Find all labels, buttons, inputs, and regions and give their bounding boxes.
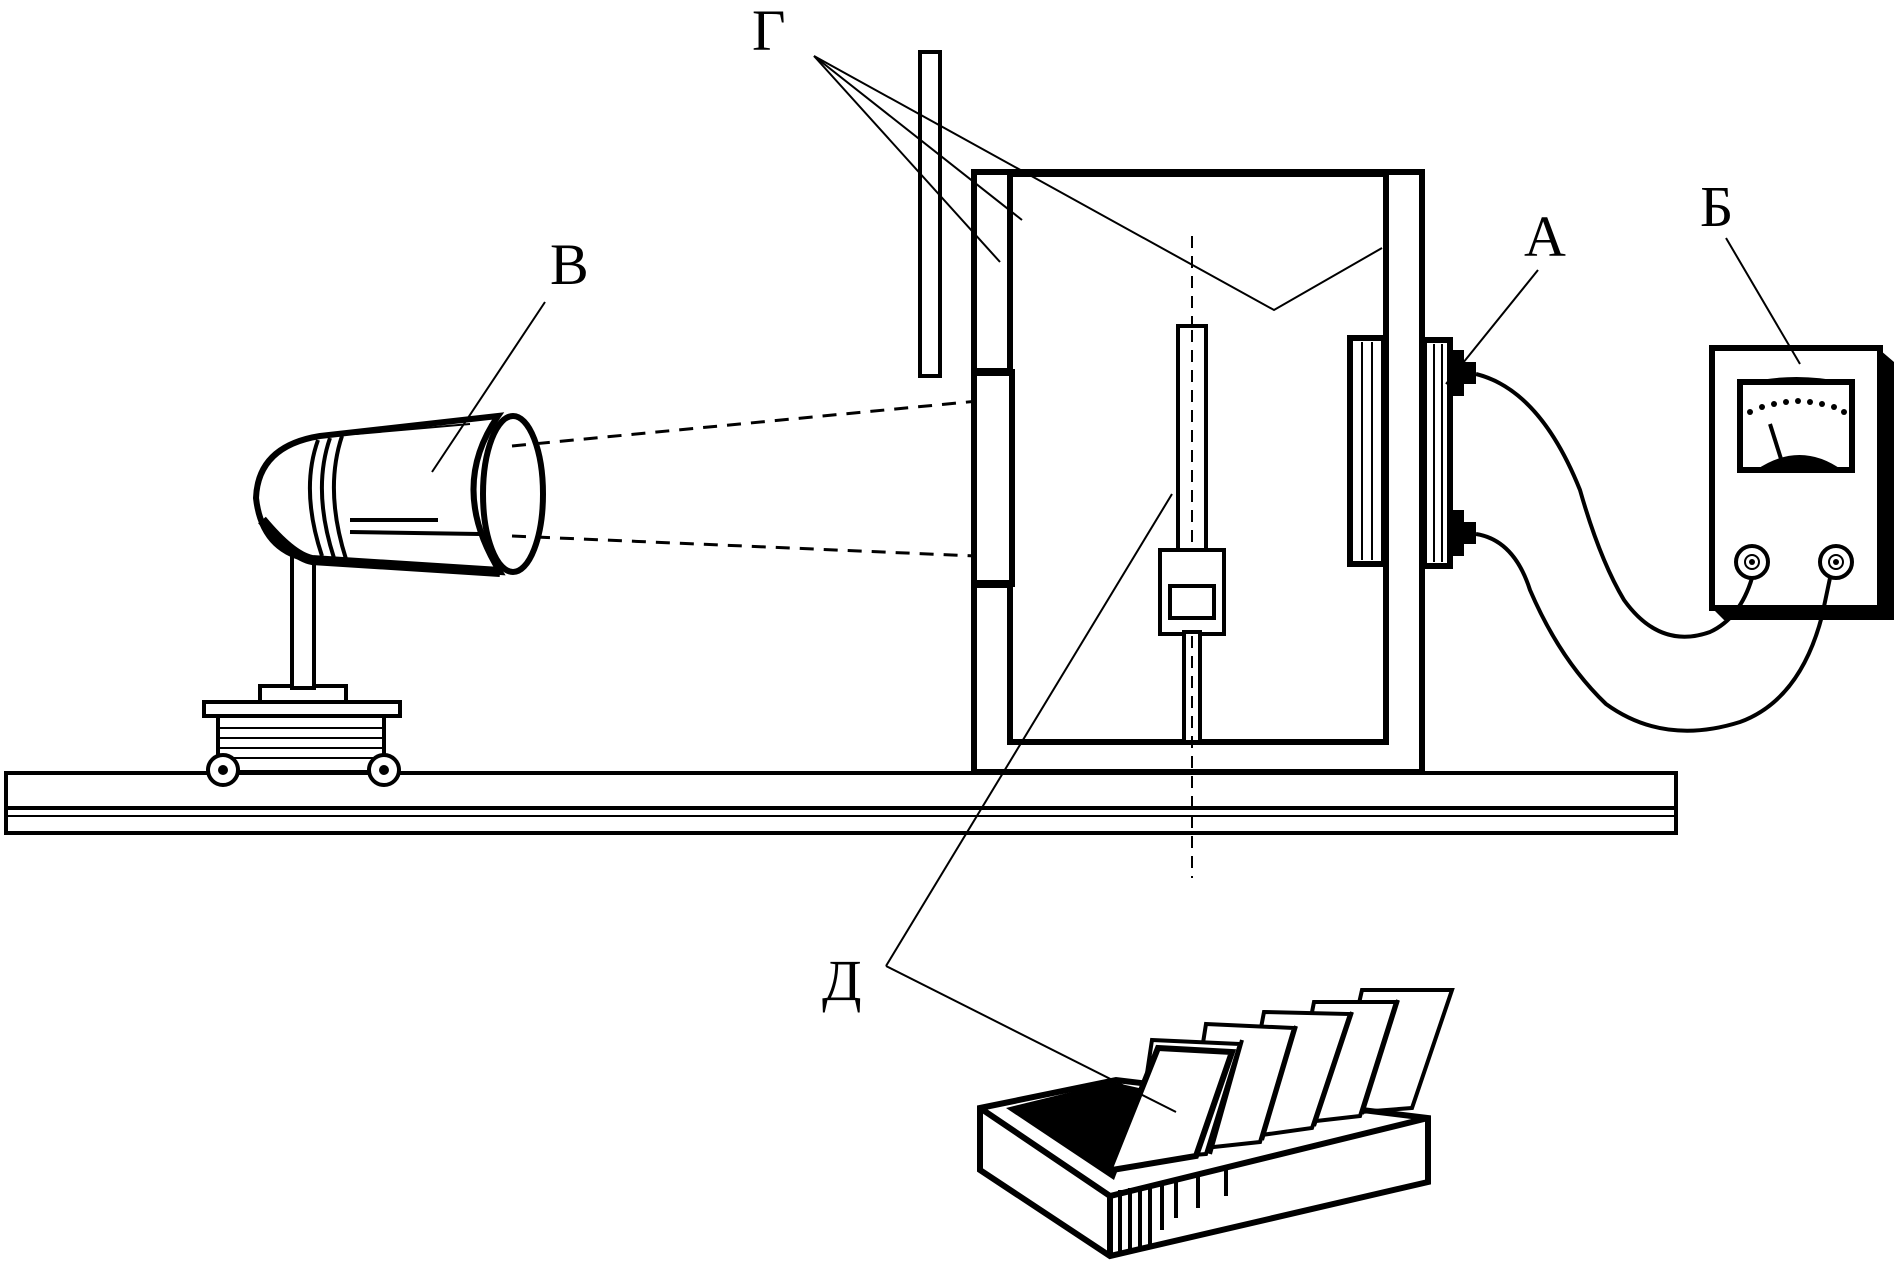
box-front-stripes — [1118, 1166, 1228, 1252]
galvanometer-B — [1709, 345, 1894, 620]
lamp-V — [252, 412, 546, 577]
label-D: Д — [822, 948, 862, 1013]
meter-scale — [1747, 398, 1847, 415]
label-A: А — [1524, 204, 1566, 269]
terminal-lower — [1450, 510, 1464, 556]
filter-plate — [918, 50, 942, 378]
lamp-lens — [480, 413, 546, 575]
chamber-window — [971, 369, 1015, 587]
lamp-carriage — [202, 684, 402, 787]
leader-lines — [431, 55, 1801, 1113]
terminal-upper — [1450, 350, 1464, 396]
meter-needle — [1768, 423, 1784, 463]
photo-element-A — [1347, 335, 1476, 569]
base-rail — [4, 771, 1678, 835]
sample-box — [977, 988, 1455, 1260]
wires — [1475, 372, 1832, 733]
label-G: Г — [752, 0, 786, 63]
sample-holder — [1158, 324, 1226, 744]
chamber — [971, 169, 1476, 878]
label-B: Б — [1700, 174, 1733, 239]
label-V: В — [550, 232, 589, 297]
